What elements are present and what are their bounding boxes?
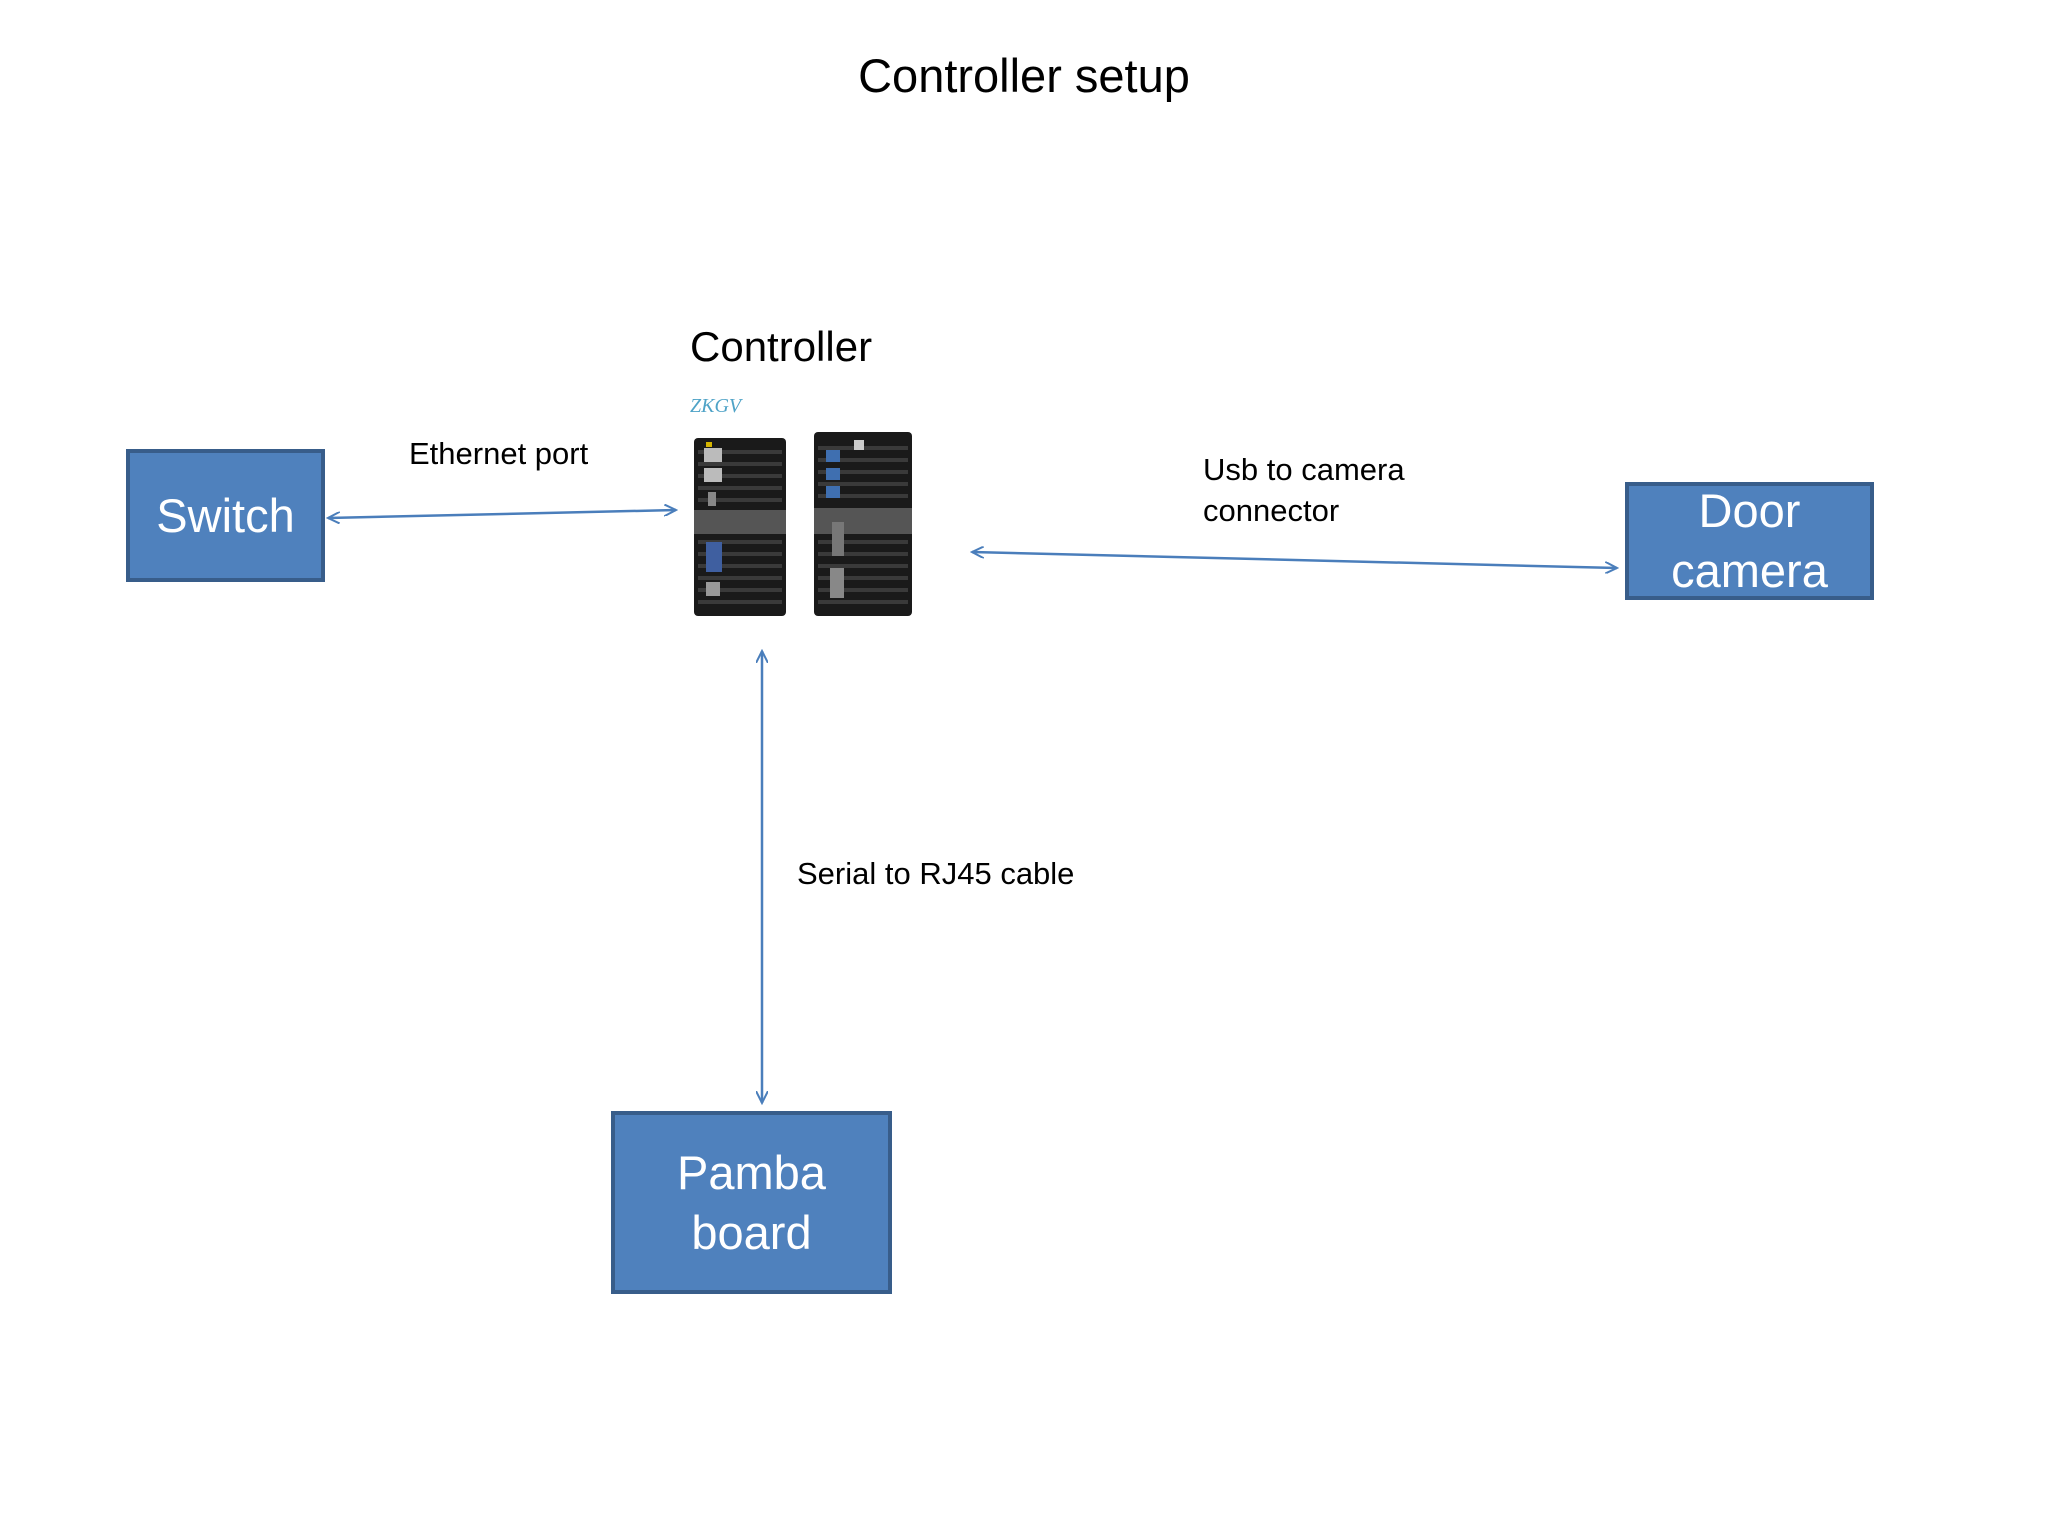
switch-node: Switch — [126, 449, 325, 582]
edge-label-usb-line2: connector — [1203, 493, 1340, 528]
switch-label: Switch — [156, 488, 295, 542]
pamba-board-node: Pamba board — [611, 1111, 892, 1294]
mini-pc-icon: ZKGV — [690, 395, 912, 616]
edge-label-usb-line1: Usb to camera — [1203, 452, 1405, 487]
door-camera-label: Door camera — [1671, 484, 1828, 597]
edge-controller-camera — [972, 552, 1617, 568]
controller-label: Controller — [690, 323, 873, 370]
edge-label-ethernet: Ethernet port — [409, 436, 589, 471]
diagram-title: Controller setup — [858, 49, 1190, 102]
pamba-board-label: Pamba board — [677, 1145, 826, 1259]
door-camera-node: Door camera — [1625, 482, 1874, 600]
device-logo: ZKGV — [690, 395, 744, 417]
edge-label-serial: Serial to RJ45 cable — [797, 856, 1075, 891]
edge-switch-controller — [328, 510, 676, 518]
